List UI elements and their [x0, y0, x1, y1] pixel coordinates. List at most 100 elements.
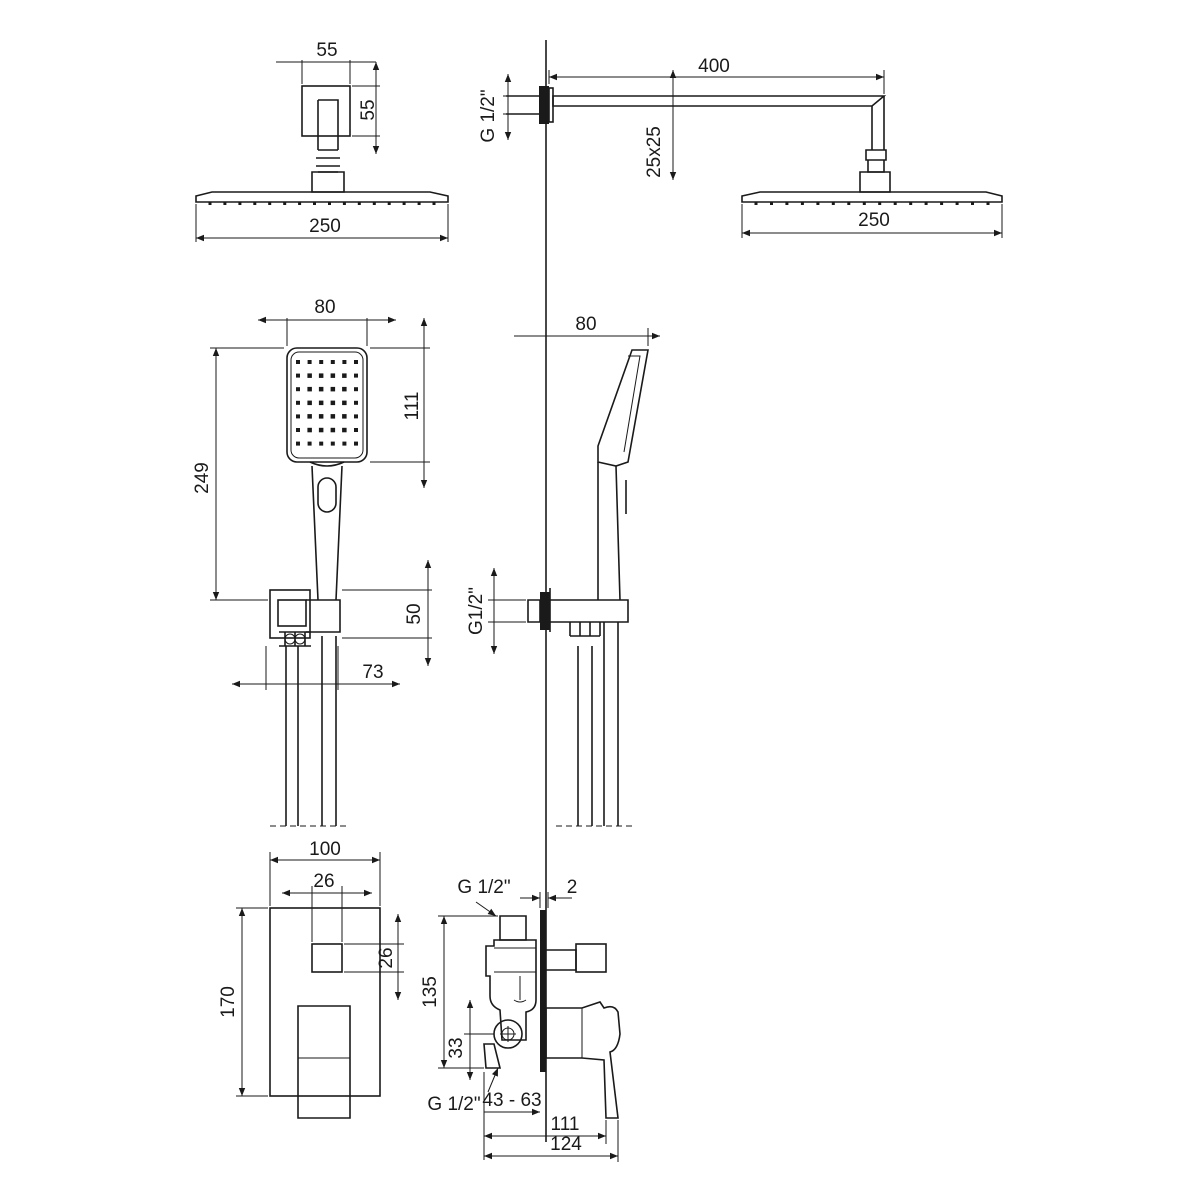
spray-nozzle [330, 386, 336, 392]
dim-plate-thickness-label: 2 [567, 877, 578, 898]
dim-valve-depth-range: 43 - 63 [482, 1072, 542, 1160]
hand-shower-side-profile [597, 349, 649, 467]
nozzle-row-side [754, 202, 990, 205]
spray-nozzle [342, 441, 347, 446]
dim-holder-height: 50 [342, 560, 432, 666]
spray-nozzle [319, 360, 324, 364]
dim-hand-head-height-label: 111 [402, 392, 423, 421]
dim-valve-bottom-thread-label: G 1/2" [427, 1094, 480, 1115]
holder-wall-flange [540, 592, 550, 630]
nozzle [924, 202, 928, 205]
cover-plate [269, 907, 381, 1097]
diverter-knob [311, 943, 343, 973]
spray-nozzle [307, 414, 312, 419]
dim-holder-inlet-thread-label: G1/2" [466, 587, 487, 635]
spray-nozzle [342, 414, 347, 419]
nozzle [754, 202, 758, 205]
arm-inlet-nipple [506, 95, 539, 115]
nozzle [268, 202, 272, 205]
diverter-knob-side [575, 943, 607, 973]
nozzle [893, 202, 897, 205]
dim-plate-height-label: 170 [218, 986, 239, 1018]
dim-arm-section-label: 25x25 [644, 126, 665, 178]
spray-nozzle [307, 441, 312, 446]
dim-valve-inlet-offset-label: 33 [446, 1037, 467, 1058]
dim-arm-length: 400 [548, 56, 885, 94]
dim-valve-inlet-offset: 33 [446, 1000, 494, 1080]
nozzle [357, 202, 361, 205]
diverter-spindle [546, 949, 577, 971]
dim-total-projection-label: 124 [550, 1134, 582, 1155]
spray-nozzle [318, 427, 324, 433]
rain-head-front [195, 191, 449, 203]
spray-nozzle [307, 360, 312, 364]
spray-nozzle [296, 360, 300, 364]
spray-nozzle [342, 386, 347, 392]
dim-head-width-front-label: 250 [309, 216, 341, 237]
dim-arm-length-label: 400 [698, 56, 730, 77]
nozzle [831, 202, 835, 205]
nozzle [313, 202, 316, 205]
dim-holder-offset-label: 73 [362, 662, 383, 683]
hand-shower-front-view [269, 347, 368, 827]
spray-nozzle [354, 414, 358, 419]
dim-knob-width: 26 [282, 871, 372, 942]
spray-nozzle [307, 386, 312, 392]
mixer-lever-side [545, 1001, 621, 1119]
dim-valve-bottom-thread: G 1/2" [427, 1067, 499, 1115]
dim-hand-head-height: 111 [370, 318, 430, 488]
spray-nozzle [342, 400, 347, 406]
spray-nozzle [342, 373, 347, 378]
dim-hand-total-length: 249 [192, 347, 284, 601]
spray-nozzle [318, 414, 324, 419]
dim-arm-inlet-thread-label: G 1/2" [478, 89, 499, 142]
spray-nozzle [330, 360, 335, 364]
dim-hand-width-front: 80 [258, 297, 396, 346]
nozzle-row-front [208, 202, 436, 205]
nozzle [223, 202, 227, 205]
dim-valve-top-thread-label: G 1/2" [457, 877, 510, 898]
dim-arm-section: 25x25 [644, 70, 680, 180]
dim-arm-inlet-thread: G 1/2" [478, 74, 520, 143]
spray-nozzle [318, 400, 324, 406]
spray-nozzle [296, 400, 300, 405]
hose-front [285, 636, 337, 826]
valve-body [485, 939, 537, 1041]
dim-knob-height-label: 26 [376, 947, 397, 968]
dim-plate-height: 170 [218, 907, 268, 1097]
nozzle [971, 202, 974, 205]
mixer-lever-front [297, 1005, 351, 1119]
dim-lever-projection-label: 111 [551, 1114, 580, 1135]
mixer-plate-front-view [269, 907, 381, 1119]
dim-plate-width: 100 [269, 839, 381, 906]
overhead-shower-front-view [195, 85, 449, 205]
spray-nozzle [330, 441, 335, 446]
nozzle [298, 202, 302, 205]
spray-nozzle [318, 386, 324, 392]
arm-wall-flange [539, 86, 549, 124]
spray-nozzle [354, 400, 358, 405]
nozzle [986, 202, 990, 205]
spray-nozzle [330, 373, 336, 378]
nozzle [940, 202, 944, 205]
hand-shower-handle [311, 465, 343, 601]
nozzle [878, 202, 882, 205]
spray-nozzle [330, 427, 336, 433]
nozzle [800, 202, 804, 205]
spray-nozzle [296, 428, 300, 432]
nozzle [253, 202, 257, 205]
dim-head-width-side: 250 [741, 204, 1003, 238]
holder-inlet-nipple [527, 599, 541, 623]
dim-holder-offset: 73 [232, 646, 400, 690]
plate-side [540, 910, 546, 1072]
dim-valve-depth-range-label: 43 - 63 [482, 1090, 541, 1111]
nozzle [785, 202, 789, 205]
wall-mount-box [301, 85, 351, 137]
dim-valve-body-height: 135 [420, 915, 498, 1069]
dim-head-width-front: 250 [195, 204, 449, 242]
spray-nozzle [342, 427, 347, 433]
spray-nozzle [318, 373, 324, 378]
rain-head-side [741, 191, 1003, 203]
dim-lever-projection: 111 [484, 1114, 607, 1144]
